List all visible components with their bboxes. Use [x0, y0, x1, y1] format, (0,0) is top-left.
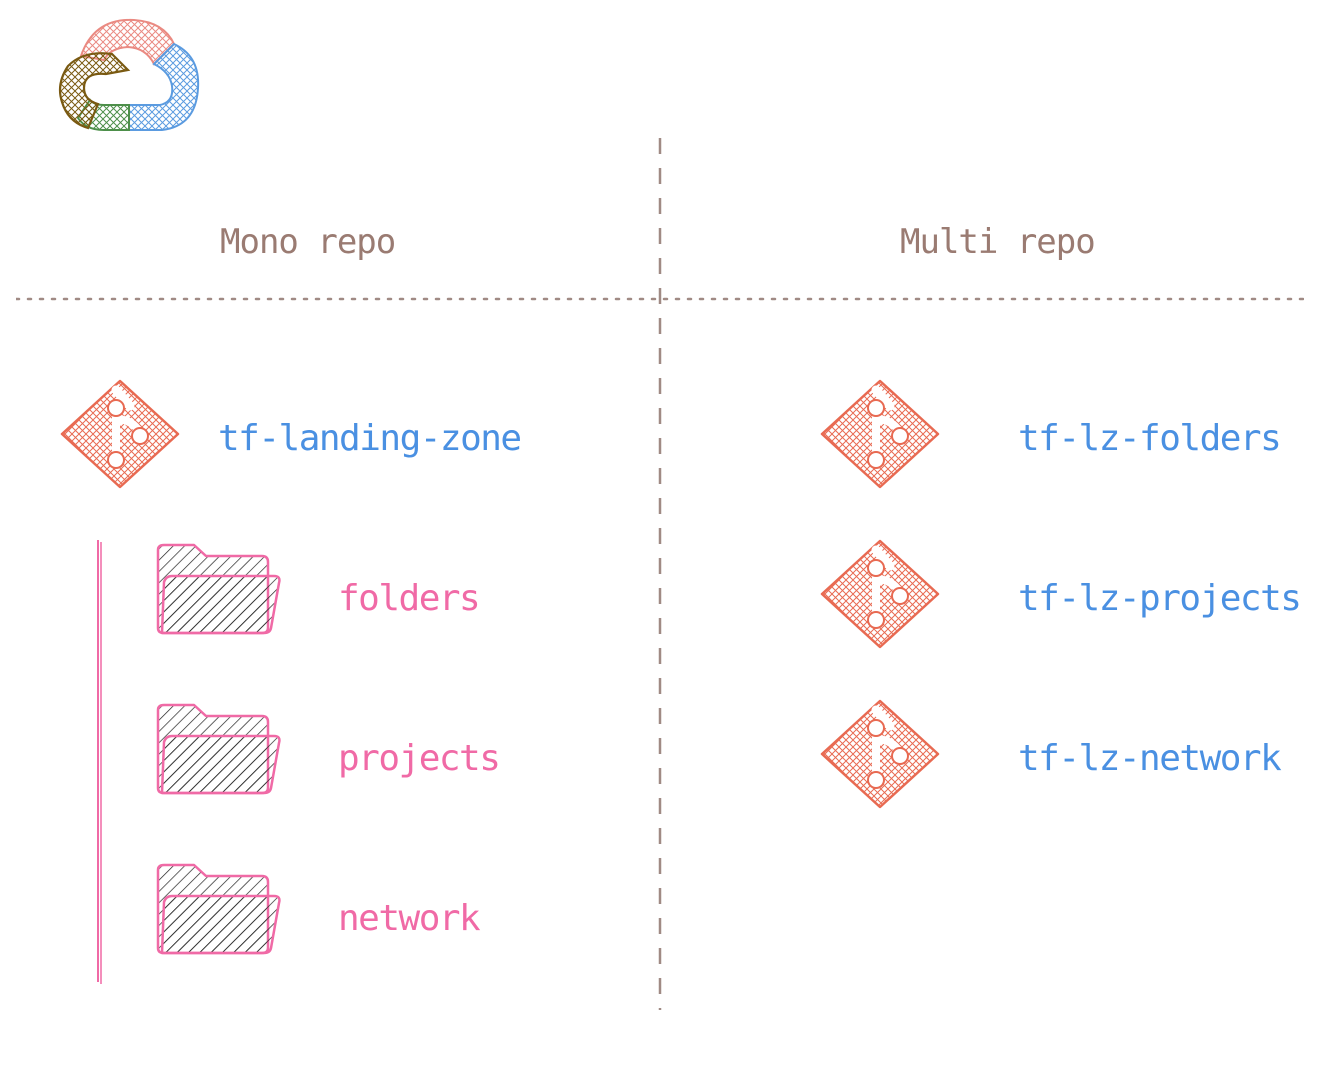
multi-repo-name-projects[interactable]: tf-lz-projects — [1018, 578, 1302, 619]
folder-name-network[interactable]: network — [338, 898, 481, 939]
mono-repo-name[interactable]: tf-landing-zone — [218, 418, 522, 459]
git-icon — [818, 698, 942, 810]
google-cloud-logo — [58, 18, 200, 131]
git-icon — [818, 378, 942, 490]
git-icon — [818, 538, 942, 650]
folder-name-projects[interactable]: projects — [338, 738, 501, 779]
multi-repo-name-network[interactable]: tf-lz-network — [1018, 738, 1282, 779]
folder-icon — [156, 543, 281, 635]
mono-repo-heading: Mono repo — [220, 222, 396, 262]
vertical-divider — [658, 138, 662, 1010]
git-icon — [58, 378, 182, 490]
folder-icon — [156, 703, 281, 795]
folder-icon — [156, 863, 281, 955]
multi-repo-heading: Multi repo — [900, 222, 1096, 262]
multi-repo-name-folders[interactable]: tf-lz-folders — [1018, 418, 1282, 459]
tree-branch-line — [97, 540, 102, 984]
folder-name-folders[interactable]: folders — [338, 578, 481, 619]
horizontal-divider — [16, 297, 1304, 301]
